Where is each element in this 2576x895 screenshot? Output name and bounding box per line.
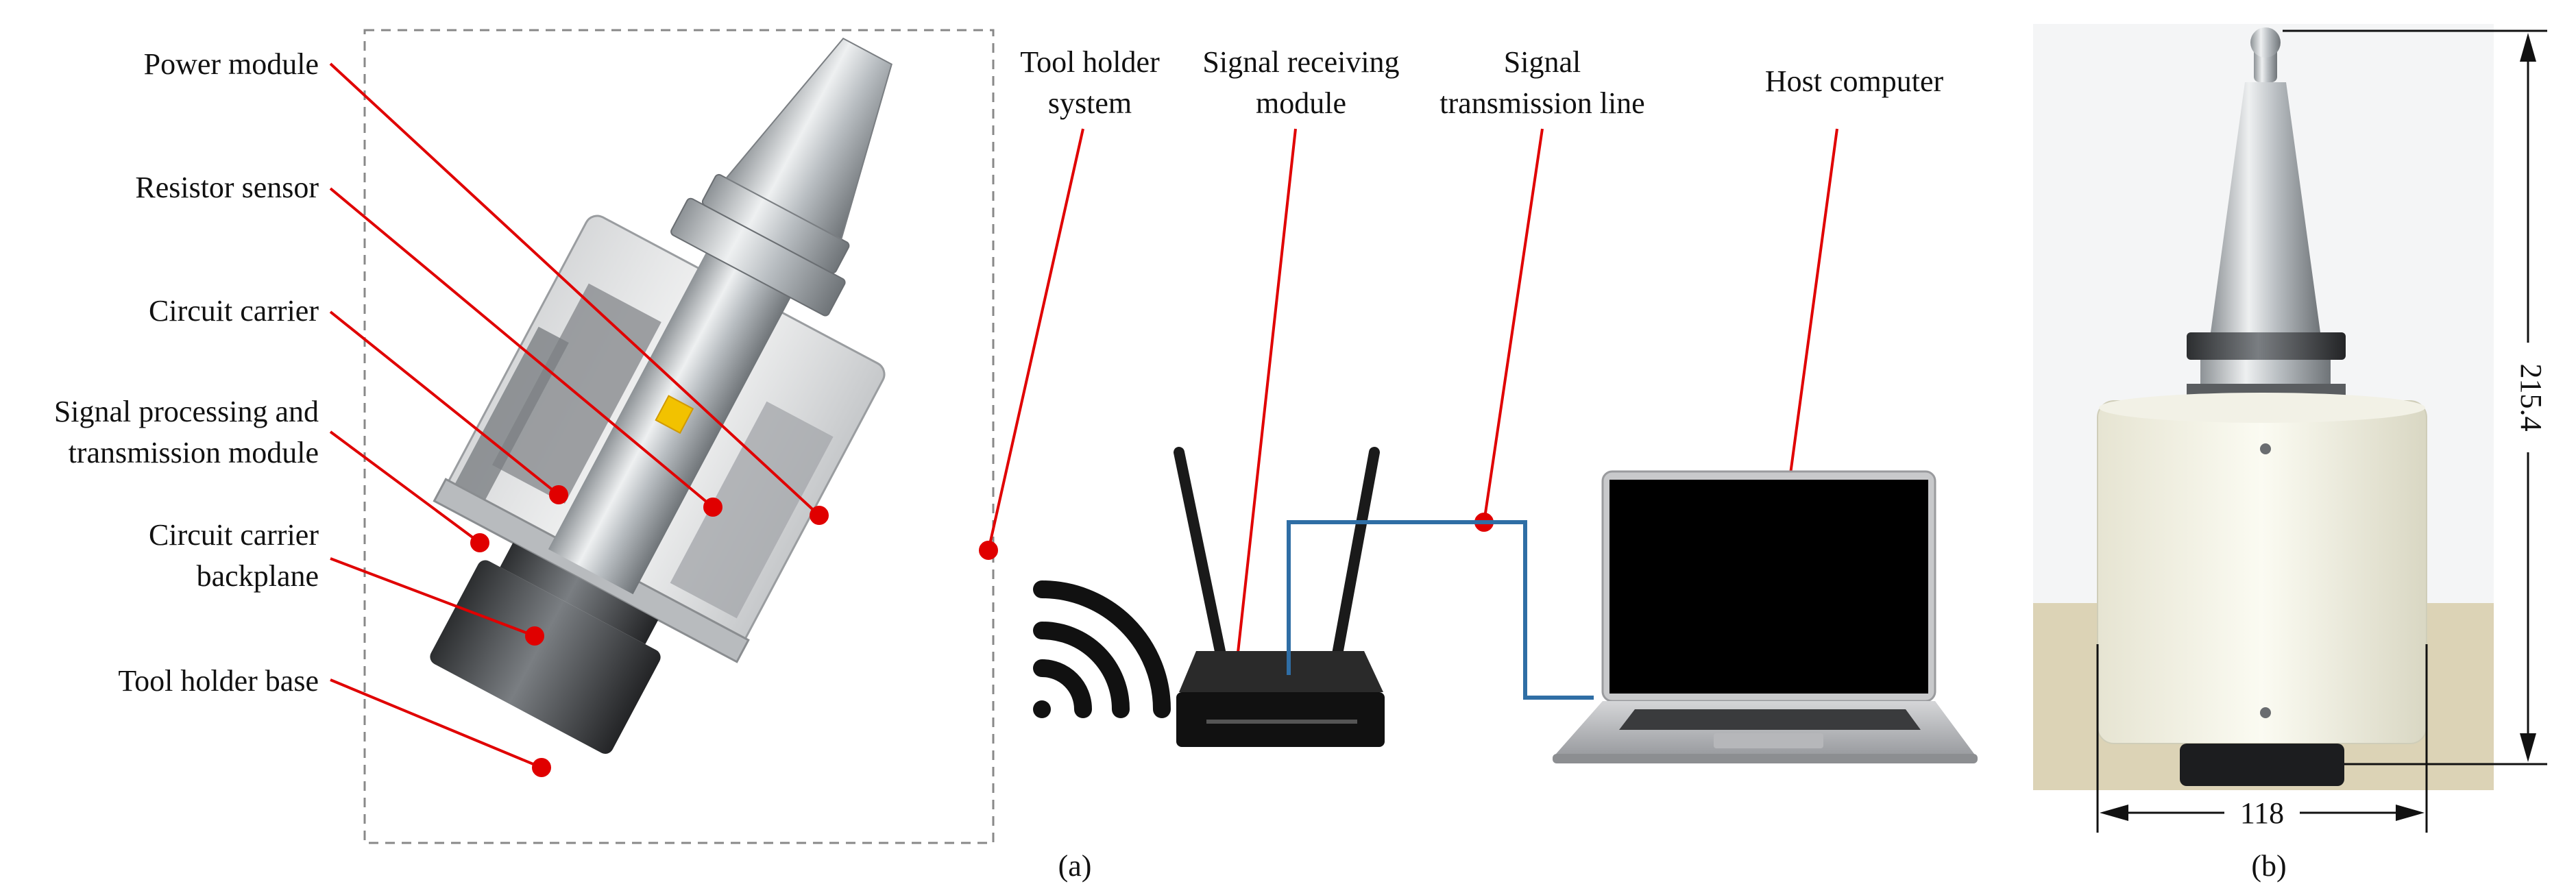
photo-housing-top bbox=[2099, 393, 2425, 423]
label-signal-processing-line2: transmission module bbox=[69, 436, 319, 469]
label-circuit-carrier: Circuit carrier bbox=[149, 294, 319, 328]
label-receiving-line1: Signal receiving bbox=[1202, 45, 1399, 79]
height-dimension-value: 215.4 bbox=[2514, 364, 2548, 432]
signal-processing-block bbox=[454, 326, 569, 500]
power-module-block bbox=[670, 401, 834, 619]
label-tool-holder-base: Tool holder base bbox=[118, 664, 319, 698]
height-dimension bbox=[2283, 29, 2547, 765]
photo-flange-top bbox=[2187, 332, 2346, 360]
power-module-dot bbox=[810, 506, 829, 525]
caption-b: (b) bbox=[2251, 849, 2286, 883]
width-dimension bbox=[2096, 644, 2428, 833]
label-power-module: Power module bbox=[144, 47, 319, 81]
router-top bbox=[1179, 651, 1383, 692]
laptop-front-edge bbox=[1553, 754, 1978, 763]
tool-holder-base-cylinder bbox=[430, 560, 661, 754]
tool-holder-base-dot bbox=[532, 758, 551, 777]
label-backplane-line2: backplane bbox=[197, 559, 319, 593]
label-transmission-line2: transmission line bbox=[1439, 86, 1644, 120]
laptop-screen bbox=[1609, 480, 1928, 694]
signal-processing-dot bbox=[470, 533, 489, 552]
photo-taper bbox=[2211, 82, 2320, 332]
laptop-keyboard bbox=[1619, 709, 1921, 730]
tool-holder-system-frame bbox=[363, 29, 995, 844]
laptop-trackpad bbox=[1714, 733, 1823, 748]
label-transmission-line1: Signal bbox=[1504, 45, 1581, 79]
label-resistor-sensor: Resistor sensor bbox=[135, 171, 319, 204]
photo-panel bbox=[2033, 24, 2494, 790]
laptop-device bbox=[1553, 470, 1978, 763]
caption-a: (a) bbox=[1058, 849, 1092, 883]
tool-holder-3d-render bbox=[430, 37, 892, 754]
width-dimension-value: 118 bbox=[2240, 796, 2284, 830]
taper-cone bbox=[725, 37, 892, 241]
tool-holder-base-body bbox=[500, 543, 659, 645]
photo-pull-stud-knob bbox=[2250, 27, 2281, 58]
router-device bbox=[1174, 447, 1385, 747]
backplane-dot bbox=[525, 626, 544, 646]
photo-base bbox=[2180, 744, 2344, 786]
router-led-strip bbox=[1206, 720, 1357, 724]
label-receiving-line2: module bbox=[1256, 86, 1346, 120]
resistor-sensor-patch bbox=[655, 395, 694, 434]
label-tool-holder-system-line2: system bbox=[1048, 86, 1132, 120]
label-host-computer: Host computer bbox=[1765, 64, 1944, 98]
wifi-icon bbox=[1033, 580, 1171, 718]
resistor-sensor-dot bbox=[703, 498, 722, 517]
transmission-cable bbox=[1287, 520, 1594, 700]
label-backplane-line1: Circuit carrier bbox=[149, 518, 319, 552]
circuit-carrier-dot bbox=[549, 485, 568, 504]
label-tool-holder-system-line1: Tool holder bbox=[1020, 45, 1160, 79]
label-signal-processing-line1: Signal processing and bbox=[54, 395, 319, 428]
router-antenna-right bbox=[1331, 447, 1380, 663]
tool-holder-system-dot bbox=[979, 541, 998, 560]
photo-screw-top bbox=[2260, 443, 2271, 454]
router-antenna-left bbox=[1174, 447, 1227, 663]
photo-screw-bottom bbox=[2260, 707, 2271, 718]
